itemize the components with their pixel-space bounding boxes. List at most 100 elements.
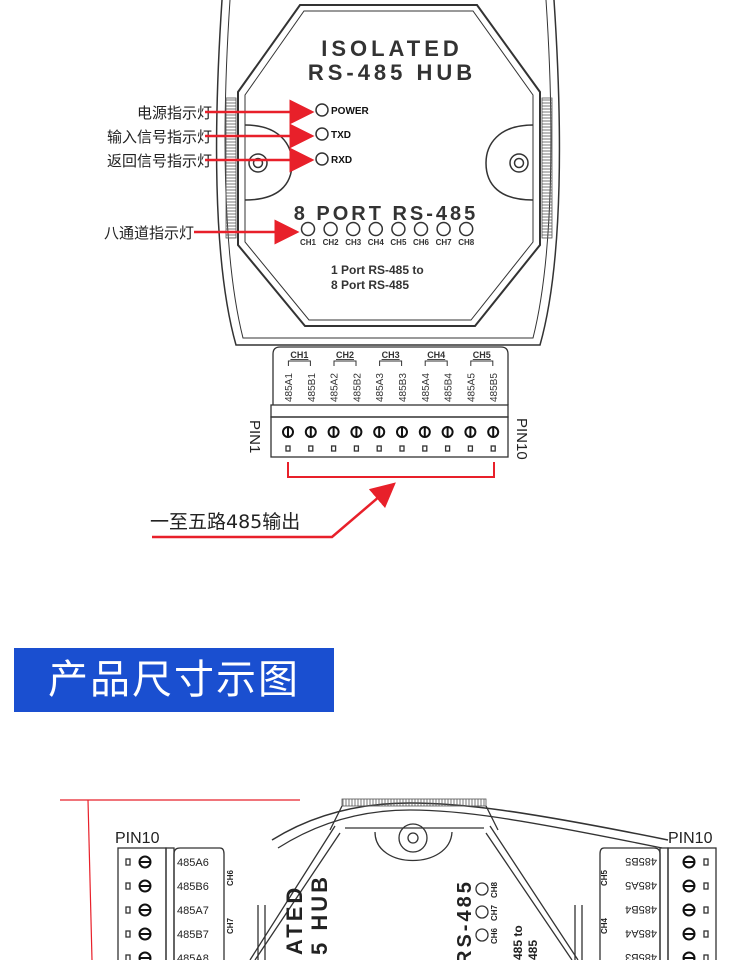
channel-group-label: CH4 <box>427 350 445 360</box>
bottom-desc-frag1: 485 to <box>511 925 525 960</box>
channel-led-label: CH8 <box>458 238 475 247</box>
pin-label: 485A5 <box>466 373 477 402</box>
txd-led-icon <box>315 127 329 141</box>
pin-start-label: PIN1 <box>246 420 263 453</box>
annotation-channels: 八通道指示灯 <box>104 224 194 242</box>
bottom-left-pin-label-item: 485A7 <box>177 905 209 917</box>
channel-group-label: CH1 <box>290 350 308 360</box>
channel-led-icon <box>413 221 429 237</box>
bottom-left-pin-label-item: 485A8 <box>177 953 209 960</box>
mounting-hole-right <box>509 153 529 173</box>
channel-led-label: CH5 <box>390 238 407 247</box>
channel-led-label: CH6 <box>413 238 430 247</box>
device-desc-line2: 8 Port RS-485 <box>331 278 409 292</box>
terminal-slot <box>467 445 474 452</box>
bottom-left-pin-label-item: 485A6 <box>177 857 209 869</box>
channel-led-icon <box>345 221 361 237</box>
terminal-slot <box>376 445 382 452</box>
bottom-port-frag: RS-485 <box>454 879 476 960</box>
bottom-channel-led-icon <box>475 928 489 942</box>
bottom-right-pin-label: PIN10 <box>668 830 713 847</box>
arrow-outputs <box>152 482 396 539</box>
bottom-channel-led-icon <box>475 905 489 919</box>
terminal-slot <box>353 445 360 452</box>
device-inner-panel <box>237 4 541 327</box>
bottom-channel-led-label: CH7 <box>490 904 499 921</box>
channel-led-label: CH2 <box>323 238 340 247</box>
bottom-channel-led-label: CH6 <box>490 927 499 944</box>
annotation-txd: 输入信号指示灯 <box>107 128 212 146</box>
pin-label: 485B1 <box>307 373 318 402</box>
terminal-slot <box>399 445 405 452</box>
channel-led-icon <box>323 221 338 237</box>
bottom-right-pin-label-item: 485B4 <box>625 903 657 915</box>
pin-label: 485A3 <box>375 373 386 402</box>
annotation-power: 电源指示灯 <box>137 104 212 122</box>
channel-group-label: CH2 <box>336 350 354 360</box>
bracket-outputs <box>287 462 495 478</box>
section-title-banner: 产品尺寸示图 <box>14 648 334 712</box>
bottom-right-pin-label-item: 485A5 <box>625 879 657 891</box>
pin-label: 485A1 <box>284 373 295 402</box>
mounting-hole-left <box>248 153 268 173</box>
led-label-rxd: RXD <box>331 155 352 166</box>
pin-label: 485A4 <box>421 373 432 402</box>
channel-led-icon <box>368 221 384 237</box>
device-outer-shell <box>215 0 561 346</box>
channel-led-label: CH4 <box>368 238 385 247</box>
pin-end-label: PIN10 <box>513 418 530 460</box>
terminal-block-top <box>270 346 509 458</box>
channel-led-icon <box>436 221 451 237</box>
bottom-left-pin-label: PIN10 <box>115 830 160 847</box>
device-bottom: PIN10 PIN10 485A6 485B5 485B6 485A5 485A7 485… <box>60 798 717 960</box>
device-title-line2: RS-485 HUB <box>308 60 476 85</box>
led-label-power: POWER <box>331 106 370 117</box>
terminal-slot <box>422 445 428 452</box>
channel-led-label: CH3 <box>345 238 362 247</box>
bottom-title-frag2: 5 HUB <box>307 874 332 955</box>
terminal-slot <box>285 445 291 452</box>
dimension-line-vertical <box>87 799 93 960</box>
pin-label: 485B3 <box>398 373 409 402</box>
pin-label: 485B4 <box>444 373 455 402</box>
terminal-slot <box>308 445 314 452</box>
bottom-left-group-label: CH7 <box>226 917 235 934</box>
rxd-led-icon <box>315 152 329 166</box>
channel-group-label: CH5 <box>473 350 491 360</box>
channel-led-label: CH7 <box>436 238 453 247</box>
terminal-slot <box>330 445 337 452</box>
channel-leds <box>300 221 474 237</box>
bottom-left-group-label: CH6 <box>226 869 235 886</box>
pin-label: 485B2 <box>352 373 363 402</box>
bottom-left-pin-label-item: 485B7 <box>177 929 209 941</box>
bottom-title-frag1: ATED <box>282 885 307 955</box>
channel-led-icon <box>391 221 406 237</box>
terminal-slot <box>444 445 451 452</box>
device-top <box>215 0 561 346</box>
channel-group-label: CH3 <box>382 350 400 360</box>
bottom-right-pin-label-item: 485B3 <box>625 951 657 960</box>
pin-label: 485B5 <box>489 373 500 402</box>
port-title: 8 PORT RS-485 <box>294 203 479 225</box>
bottom-right-pin-label-item: 485B5 <box>625 855 657 867</box>
bottom-left-pin-label-item: 485B6 <box>177 881 209 893</box>
bottom-right-group-label: CH5 <box>600 869 609 886</box>
led-label-txd: TXD <box>331 130 351 141</box>
pin-label: 485A2 <box>330 373 341 402</box>
annotation-rxd: 返回信号指示灯 <box>107 152 212 170</box>
annotation-outputs: 一至五路485输出 <box>150 511 300 533</box>
mounting-hole-top <box>398 823 428 853</box>
channel-led-icon <box>458 221 474 237</box>
terminal-slot <box>490 445 496 452</box>
device-title-line1: ISOLATED <box>321 36 463 61</box>
channel-led-label: CH1 <box>300 238 317 247</box>
bottom-channel-led-label: CH8 <box>490 881 499 898</box>
bottom-desc-frag2: 485 <box>526 940 540 960</box>
bottom-channel-led-icon <box>475 882 489 896</box>
device-desc-line1: 1 Port RS-485 to <box>331 263 424 277</box>
annotations: 电源指示灯 输入信号指示灯 返回信号指示灯 八通道指示灯 一至五路485输出 <box>104 104 300 533</box>
power-led-icon <box>315 103 329 117</box>
bottom-right-pin-label-item: 485A4 <box>625 927 657 939</box>
